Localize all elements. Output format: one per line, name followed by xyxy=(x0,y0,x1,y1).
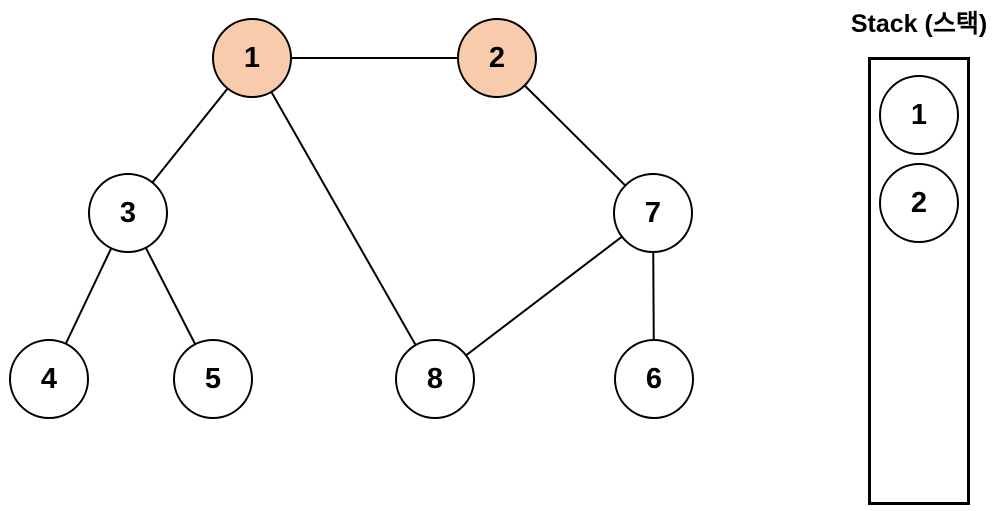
graph-edge-1-8 xyxy=(251,57,436,380)
graph-edge-2-7 xyxy=(496,57,654,214)
stack-item-2: 2 xyxy=(879,163,959,243)
stack-title: Stack (스택) xyxy=(850,10,988,38)
graph-edge-7-6 xyxy=(652,212,655,380)
graph-edge-7-8 xyxy=(434,212,654,380)
graph-edge-1-3 xyxy=(127,57,253,214)
graph-edge-3-4 xyxy=(48,212,129,380)
stack-item-1: 1 xyxy=(879,75,959,155)
graph-edge-3-5 xyxy=(127,212,214,380)
